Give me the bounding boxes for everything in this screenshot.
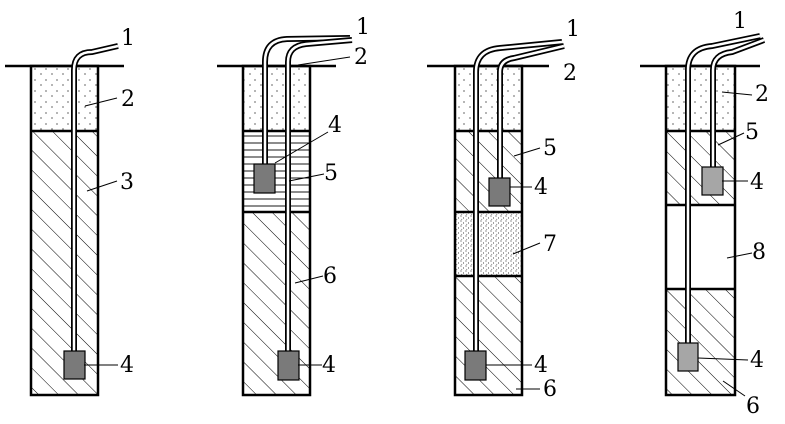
layer-2-fill — [455, 66, 522, 131]
well-casing — [29, 64, 100, 397]
label: 5 — [324, 161, 338, 186]
label: 4 — [534, 353, 548, 378]
label: 4 — [322, 353, 336, 378]
layer-2-fill — [666, 66, 735, 131]
layer-6-fill — [666, 289, 735, 395]
sensor-lower — [277, 350, 300, 381]
label: 4 — [120, 353, 134, 378]
label: 4 — [750, 170, 764, 195]
label: 8 — [752, 240, 766, 265]
sensor — [63, 350, 86, 380]
label: 4 — [328, 113, 342, 138]
label: 2 — [354, 45, 368, 70]
well-4: 1 2 5 4 8 4 6 — [640, 9, 769, 419]
label: 5 — [543, 136, 557, 161]
well-casing — [664, 64, 737, 397]
label: 4 — [534, 175, 548, 200]
leader-line — [86, 180, 118, 192]
label: 5 — [745, 120, 759, 145]
sensor-upper — [488, 177, 511, 207]
layer-2-fill — [31, 66, 98, 131]
sensor-lower — [464, 350, 487, 381]
leader-line — [84, 97, 118, 107]
label: 2 — [121, 87, 135, 112]
layer-7-fill — [455, 212, 522, 276]
sensor-lower — [677, 342, 699, 372]
well-casing — [453, 64, 524, 397]
label: 6 — [746, 394, 760, 419]
sensor-upper — [253, 163, 276, 194]
label: 3 — [120, 170, 134, 195]
label: 7 — [543, 232, 557, 257]
label: 1 — [121, 26, 135, 51]
layer-8-fill — [666, 205, 735, 289]
label: 6 — [543, 377, 557, 402]
well-3: 1 2 5 4 7 4 6 — [427, 17, 580, 402]
well-casing — [241, 64, 312, 397]
well-2: 1 2 4 5 6 4 — [217, 15, 370, 397]
label: 1 — [356, 15, 370, 40]
layer-6-fill — [243, 212, 310, 395]
layer-5-fill — [243, 131, 310, 212]
label: 1 — [733, 9, 747, 34]
label: 2 — [755, 82, 769, 107]
layer-2-fill — [243, 66, 310, 131]
label: 2 — [563, 61, 577, 86]
label: 1 — [566, 17, 580, 42]
well-1: 1 2 3 4 — [5, 26, 135, 397]
sensor-upper — [701, 166, 724, 196]
label: 6 — [323, 264, 337, 289]
label: 4 — [750, 348, 764, 373]
